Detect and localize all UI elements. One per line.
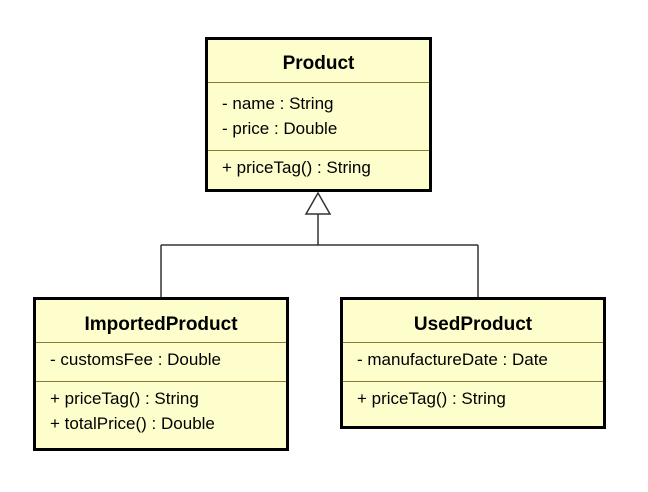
generalization-arrowhead: [304, 191, 332, 215]
class-product[interactable]: Product - name : String - price : Double…: [205, 37, 432, 192]
attributes-compartment: - name : String - price : Double: [208, 82, 429, 150]
operations-compartment: + priceTag() : String: [343, 381, 603, 411]
attribute-row: - price : Double: [222, 119, 338, 138]
attributes-compartment: - manufactureDate : Date: [343, 342, 603, 381]
attribute-row: - customsFee : Double: [50, 350, 222, 369]
attribute-row: - manufactureDate : Date: [357, 350, 548, 369]
attributes-compartment: - customsFee : Double: [36, 342, 286, 381]
class-used-product[interactable]: UsedProduct - manufactureDate : Date + p…: [340, 297, 606, 429]
class-name: UsedProduct: [413, 314, 533, 335]
class-name: ImportedProduct: [84, 314, 238, 335]
attribute-row: - name : String: [222, 94, 334, 113]
class-name: Product: [282, 53, 355, 74]
operation-row: + priceTag() : String: [50, 389, 199, 408]
operations-compartment: + priceTag() : String + totalPrice() : D…: [36, 381, 286, 436]
class-imported-product[interactable]: ImportedProduct - customsFee : Double + …: [33, 297, 289, 451]
operation-row: + priceTag() : String: [222, 158, 371, 177]
operation-row: + totalPrice() : Double: [50, 414, 215, 433]
operations-compartment: + priceTag() : String: [208, 150, 429, 180]
operation-row: + priceTag() : String: [357, 389, 506, 408]
